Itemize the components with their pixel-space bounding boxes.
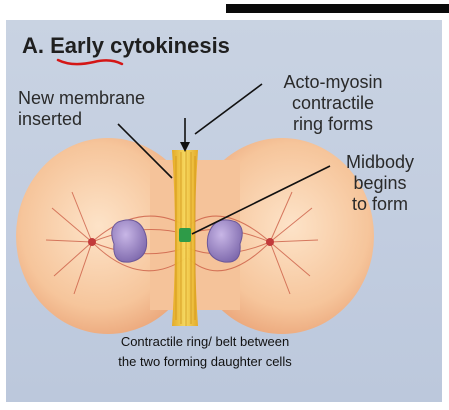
figure-title: A. Early cytokinesis bbox=[22, 33, 230, 59]
label-acto-myosin: Acto-myosin contractile ring forms bbox=[258, 72, 408, 135]
label-new-membrane: New membrane inserted bbox=[18, 88, 145, 130]
title-prefix: A. bbox=[22, 33, 44, 58]
label-acto-myosin-line-3: ring forms bbox=[292, 114, 373, 134]
label-midbody-line-3: to form bbox=[351, 194, 408, 214]
nucleus-left bbox=[111, 219, 148, 263]
ring-arrow-icon bbox=[180, 118, 190, 152]
title-suffix: cytokinesis bbox=[110, 33, 230, 58]
label-acto-myosin-line-1: Acto-myosin bbox=[283, 72, 383, 92]
caption-line-2: the two forming daughter cells bbox=[118, 354, 292, 369]
label-new-membrane-line-2: inserted bbox=[18, 109, 83, 129]
title-underline bbox=[56, 58, 124, 66]
label-midbody-line-2: begins bbox=[353, 173, 407, 193]
label-midbody: Midbody begins to form bbox=[325, 152, 435, 215]
nucleus-right bbox=[206, 219, 243, 263]
title-underlined-word: Early bbox=[50, 33, 104, 58]
figure-caption: Contractile ring/ belt between the two f… bbox=[80, 332, 330, 372]
label-acto-myosin-line-2: contractile bbox=[291, 93, 375, 113]
caption-line-1: Contractile ring/ belt between bbox=[120, 334, 290, 349]
midbody bbox=[179, 228, 191, 242]
centrosome-right bbox=[266, 238, 274, 246]
centrosome-left bbox=[88, 238, 96, 246]
label-midbody-line-1: Midbody bbox=[345, 152, 415, 172]
label-new-membrane-line-1: New membrane bbox=[18, 88, 146, 108]
callout-lines bbox=[117, 83, 331, 235]
top-black-bar bbox=[226, 4, 449, 13]
